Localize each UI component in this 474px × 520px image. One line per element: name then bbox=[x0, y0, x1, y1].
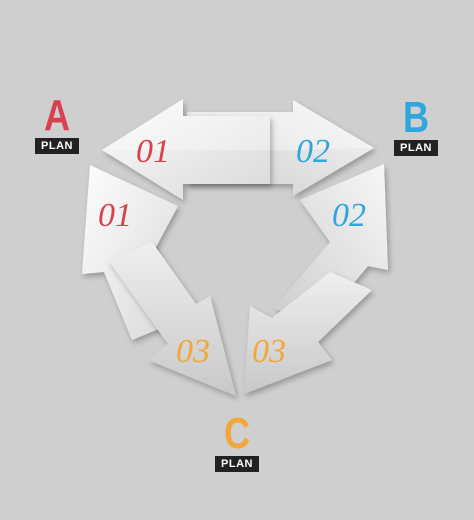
arrow-bottom-left-number: 03 bbox=[176, 333, 210, 370]
plan-a-letter: A bbox=[43, 91, 71, 140]
plan-b-tag: PLAN bbox=[394, 140, 438, 156]
plan-a-tag: PLAN bbox=[35, 138, 79, 154]
arrow-right-up-shape bbox=[274, 164, 388, 326]
plan-c-tag: PLAN bbox=[215, 456, 259, 472]
plan-b-label: B PLAN bbox=[393, 93, 439, 156]
arrow-left-up-number: 01 bbox=[98, 197, 132, 234]
arrow-bottom-left-shape bbox=[108, 242, 236, 396]
arrow-top-left-shape bbox=[102, 99, 270, 200]
arrow-bottom-right-shape bbox=[244, 272, 372, 394]
arrow-top-left-number: 01 bbox=[136, 133, 170, 170]
plan-c-letter: C bbox=[223, 409, 251, 458]
plan-c-label: C PLAN bbox=[212, 409, 262, 472]
arrow-right-up-number: 02 bbox=[332, 197, 366, 234]
plan-b-letter: B bbox=[402, 93, 430, 142]
plan-a-label: A PLAN bbox=[34, 91, 80, 154]
arrow-bottom-right-number: 03 bbox=[252, 333, 286, 370]
arrow-top-right-number: 02 bbox=[296, 133, 330, 170]
